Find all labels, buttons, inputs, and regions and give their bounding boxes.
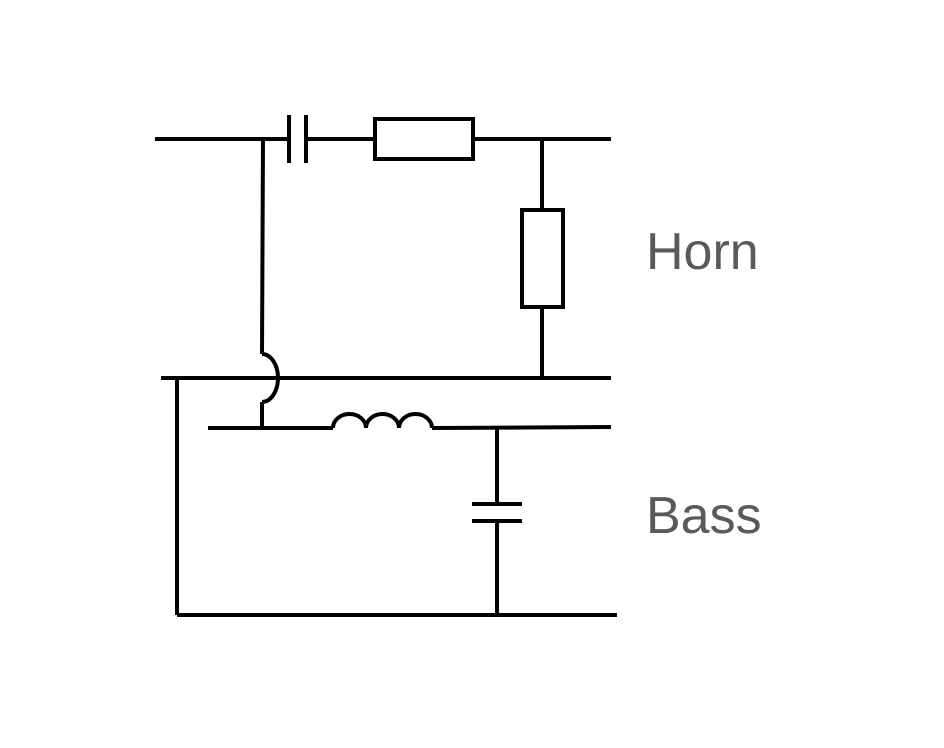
resistor-r1: [373, 117, 475, 161]
capacitor-c2: [472, 502, 522, 523]
bass-label: Bass: [646, 487, 762, 545]
horn-branch: [155, 115, 611, 378]
feed-wire: [260, 138, 280, 428]
resistor-r2: [520, 208, 565, 309]
inductor-l1: [331, 412, 434, 429]
bass-branch: [208, 412, 612, 615]
horn-label: Horn: [646, 223, 759, 281]
feed-wire-upper: [260, 138, 265, 355]
return-wiring: [161, 376, 617, 617]
capacitor-c1: [287, 115, 308, 163]
bass-output-wire-top: [431, 425, 612, 430]
